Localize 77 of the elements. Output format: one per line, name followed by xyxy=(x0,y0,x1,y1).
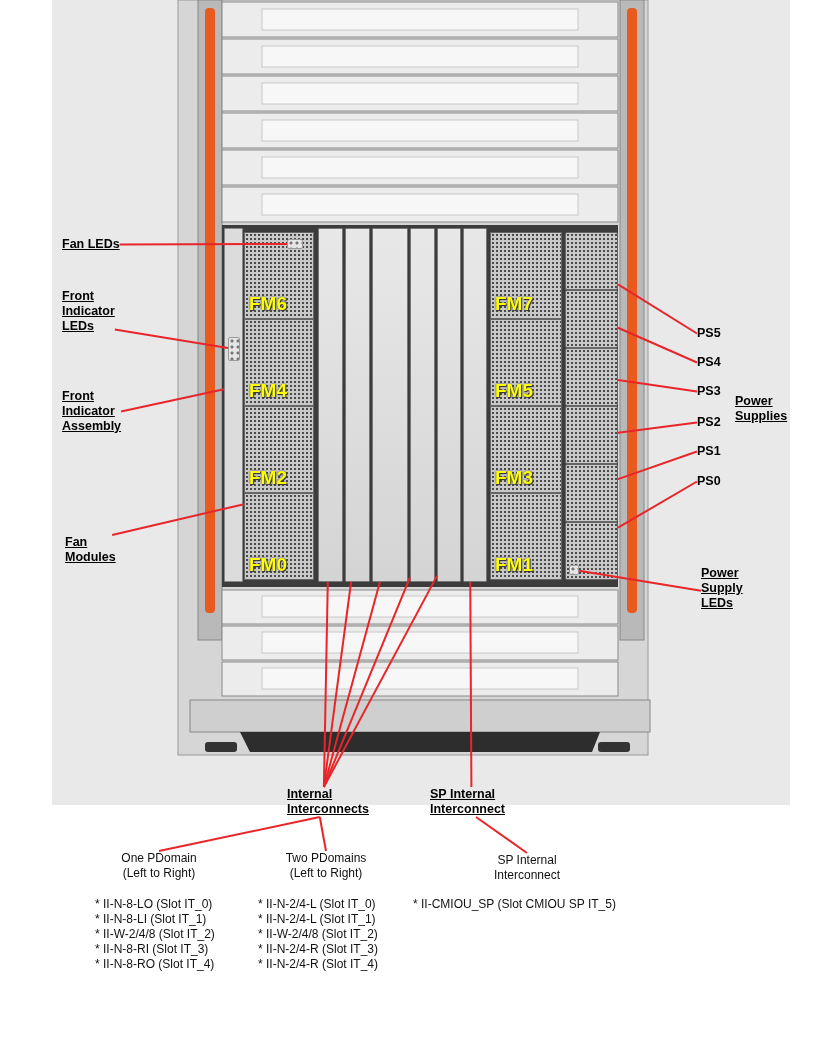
power-supply-unit xyxy=(565,232,618,290)
leader-line xyxy=(469,581,473,788)
power-supply-unit xyxy=(565,348,618,406)
module-label: FM7 xyxy=(495,294,533,314)
power-supply-unit xyxy=(565,290,618,348)
caption-text: SP Internal Interconnect xyxy=(484,853,570,883)
note-text: * II-CMIOU_SP (Slot CMIOU SP IT_5) xyxy=(413,897,616,912)
leader-line xyxy=(322,576,411,788)
callout-label: PS1 xyxy=(697,444,721,459)
fan-module xyxy=(244,319,314,406)
leader-line xyxy=(113,328,229,349)
leader-line xyxy=(475,816,528,854)
module-label: FM4 xyxy=(249,381,287,401)
module-label: FM5 xyxy=(495,381,533,401)
callout-label: Power Supply LEDs xyxy=(701,566,743,611)
note-text: * II-N-8-LO (Slot IT_0) xyxy=(95,897,213,912)
callout-label: SP Internal Interconnect xyxy=(430,787,522,817)
leader-line xyxy=(118,243,288,246)
note-text: * II-N-8-RO (Slot IT_4) xyxy=(95,957,215,972)
note-text: * II-N-2/4-R (Slot IT_3) xyxy=(258,942,379,957)
module-label: FM0 xyxy=(249,555,287,575)
caption-text: Two PDomains (Left to Right) xyxy=(274,851,378,881)
interconnect-slot xyxy=(372,228,408,582)
note-text: * II-N-2/4-L (Slot IT_0) xyxy=(258,897,376,912)
fan-module xyxy=(490,232,562,319)
leader-line xyxy=(617,326,698,364)
leader-line xyxy=(322,581,353,788)
caption-text: One PDomain (Left to Right) xyxy=(108,851,210,881)
power-supply-unit xyxy=(565,464,618,522)
callout-label: Front Indicator LEDs xyxy=(62,289,115,334)
leader-line xyxy=(617,378,698,393)
fan-module xyxy=(244,406,314,493)
leader-line xyxy=(158,816,321,852)
led-indicator xyxy=(287,239,303,249)
callout-label: Front Indicator Assembly xyxy=(62,389,122,434)
callout-label: PS5 xyxy=(697,326,721,341)
fan-module xyxy=(490,319,562,406)
callout-label: Fan Modules xyxy=(65,535,116,565)
note-text: * II-N-2/4-R (Slot IT_4) xyxy=(258,957,379,972)
leader-line xyxy=(322,574,438,788)
fan-module xyxy=(244,493,314,580)
interconnect-slot xyxy=(463,228,487,582)
led-indicator xyxy=(569,565,579,575)
module-label: FM6 xyxy=(249,294,287,314)
leader-line xyxy=(617,480,698,529)
note-text: * II-W-2/4/8 (Slot IT_2) xyxy=(258,927,378,942)
led-indicator xyxy=(228,337,240,361)
interconnect-slot xyxy=(437,228,461,582)
note-text: * II-N-8-RI (Slot IT_3) xyxy=(95,942,209,957)
note-text: * II-W-2/4/8 (Slot IT_2) xyxy=(95,927,215,942)
leader-line xyxy=(617,421,698,434)
fan-module xyxy=(490,406,562,493)
power-supply-unit xyxy=(565,406,618,464)
callout-label: PS3 xyxy=(697,384,721,399)
module-label: FM2 xyxy=(249,468,287,488)
power-supply-unit xyxy=(565,522,618,580)
fan-module xyxy=(244,232,314,319)
leader-line xyxy=(617,450,698,481)
note-text: * II-N-8-LI (Slot IT_1) xyxy=(95,912,207,927)
callout-label: PS2 xyxy=(697,415,721,430)
group-label: Power Supplies xyxy=(735,394,788,424)
module-label: FM3 xyxy=(495,468,533,488)
callout-label: Internal Interconnects xyxy=(287,787,369,817)
leader-line xyxy=(318,816,327,852)
note-text: * II-N-2/4-L (Slot IT_1) xyxy=(258,912,376,927)
callout-label: Fan LEDs xyxy=(62,237,120,252)
interconnect-slot xyxy=(318,228,343,582)
fan-module xyxy=(490,493,562,580)
interconnect-slot xyxy=(410,228,435,582)
leader-line xyxy=(111,503,245,536)
module-label: FM1 xyxy=(495,555,533,575)
callout-label: PS4 xyxy=(697,355,721,370)
interconnect-slot xyxy=(345,228,370,582)
leader-line xyxy=(578,569,702,592)
leader-line xyxy=(617,283,698,335)
indicator-panel xyxy=(224,228,243,582)
callout-label: PS0 xyxy=(697,474,721,489)
